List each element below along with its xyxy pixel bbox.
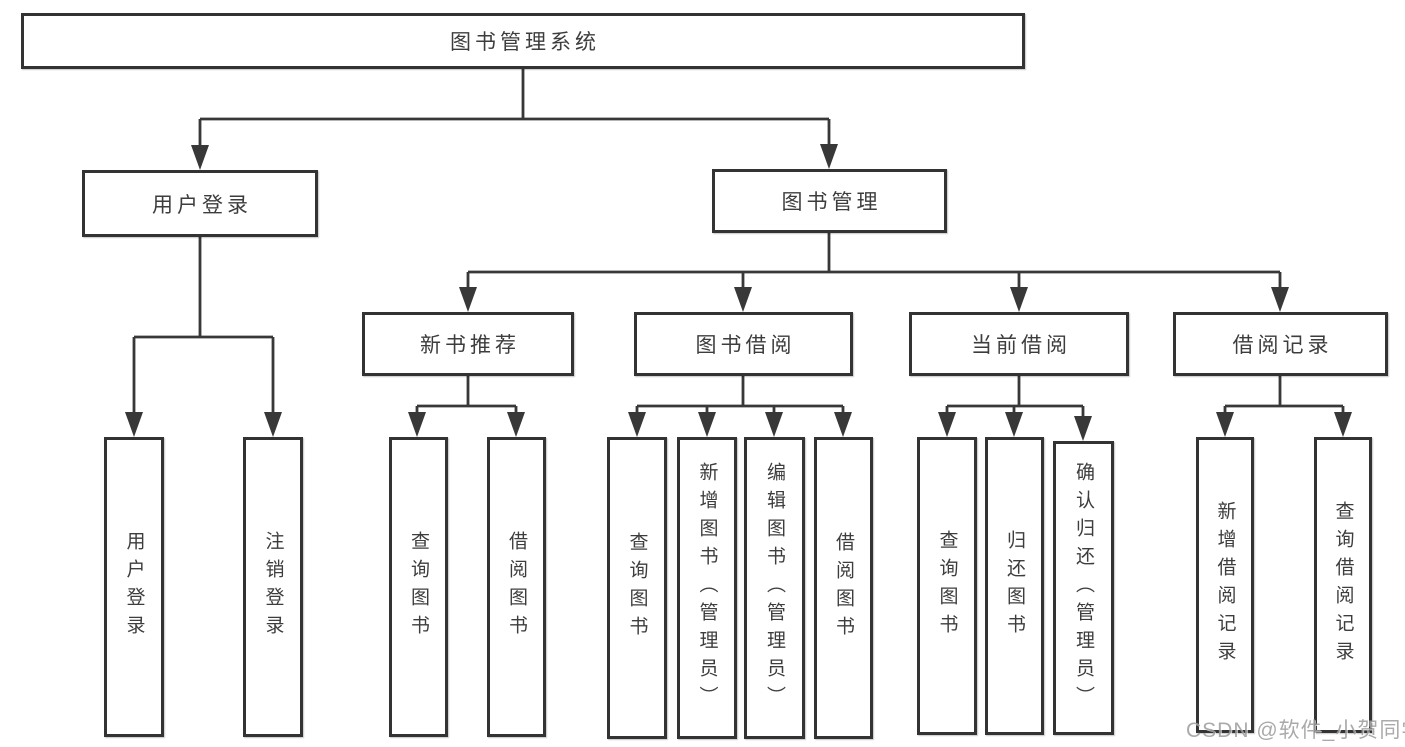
node-new-book-recommend: 新书推荐 <box>362 312 574 376</box>
leaf-current-query-books: 查询图书 <box>917 437 977 735</box>
connector-root-to-level2 <box>191 69 838 170</box>
node-current-borrowing: 当前借阅 <box>909 312 1129 376</box>
connector-new-book-recommend-children <box>408 376 525 437</box>
leaf-records-add-record: 新增借阅记录 <box>1196 437 1254 733</box>
leaf-recommend-query-books: 查询图书 <box>389 437 448 737</box>
leaf-borrowing-query-books: 查询图书 <box>607 437 667 739</box>
leaf-borrowing-borrow-books: 借阅图书 <box>814 437 873 739</box>
node-borrowing-records: 借阅记录 <box>1173 312 1388 376</box>
node-book-borrowing: 图书借阅 <box>634 312 853 376</box>
node-library-management-system: 图书管理系统 <box>21 13 1025 69</box>
node-user-login: 用户登录 <box>82 170 318 237</box>
leaf-borrowing-add-books-admin: 新增图书（管理员） <box>677 437 737 739</box>
csdn-watermark: CSDN @软件_小贺同学 <box>1186 719 1405 742</box>
leaf-recommend-borrow-books: 借阅图书 <box>487 437 546 737</box>
node-book-management: 图书管理 <box>712 169 947 233</box>
connector-book-borrowing-children <box>628 376 852 437</box>
connector-user-login-children <box>125 237 282 437</box>
leaf-borrowing-edit-books-admin: 编辑图书（管理员） <box>744 437 805 739</box>
leaf-user-login: 用户登录 <box>104 437 164 737</box>
leaf-current-return-books: 归还图书 <box>985 437 1044 735</box>
leaf-logout: 注销登录 <box>243 437 303 737</box>
leaf-current-confirm-return-admin: 确认归还（管理员） <box>1053 441 1114 735</box>
leaf-records-query-record: 查询借阅记录 <box>1314 437 1372 733</box>
connector-current-borrowing-children <box>938 376 1092 441</box>
connector-book-management-children <box>459 233 1289 312</box>
connector-borrowing-records-children <box>1216 376 1352 437</box>
